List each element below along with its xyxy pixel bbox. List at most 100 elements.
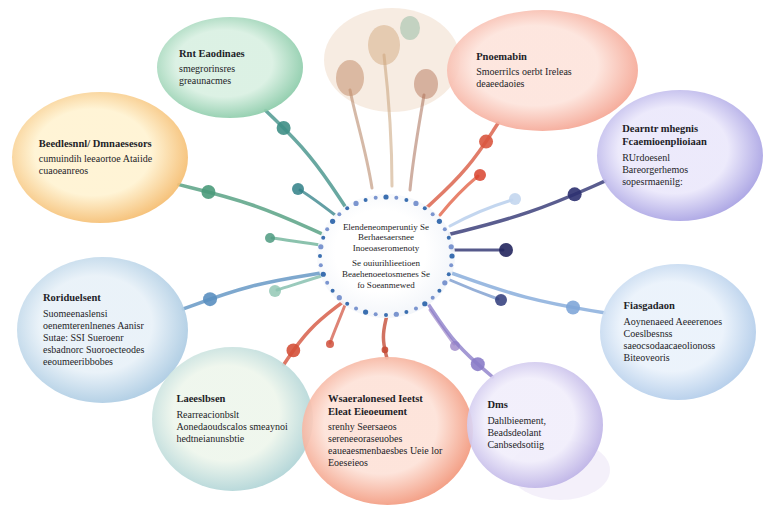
connector-dot — [203, 292, 217, 306]
ring-dot — [449, 244, 454, 249]
paint-dot — [509, 193, 521, 205]
ring-dot — [437, 219, 442, 224]
node-text-group: Wsaeralonesed Ieetst Eleat Eieoeumentsre… — [328, 393, 447, 469]
blob-fill — [302, 357, 473, 505]
blob-fill — [597, 90, 763, 221]
topic-text: RUrdoesenl Bareorgerhemos sopesrmaenilg: — [622, 152, 738, 188]
ring-dot — [443, 227, 447, 231]
topic-heading: Rnt Eaodinaes — [179, 48, 281, 61]
ring-dot — [345, 302, 349, 306]
paint-dot — [326, 340, 334, 348]
ring-dot — [394, 312, 399, 317]
ring-dot — [354, 307, 358, 311]
paint-drop — [400, 16, 420, 40]
ring-dot — [447, 236, 451, 240]
paint-dot — [495, 294, 507, 306]
node-text-group: Beedlesnnl/ Dmnaesesorscumuindih leeaort… — [39, 138, 161, 178]
ring-dot — [442, 280, 447, 285]
topic-heading: Dms — [487, 399, 582, 412]
paint-dot — [265, 233, 275, 243]
connector-dot — [201, 185, 215, 199]
blob-shape — [595, 88, 765, 223]
connector-dot — [479, 135, 493, 149]
connector — [183, 273, 320, 309]
topic-blob: Dearntr mhegnis FcaemioenplioiaanRUrdoes… — [595, 88, 765, 223]
ring-dot — [423, 206, 427, 210]
blob-fill — [600, 264, 756, 400]
ring-dot — [331, 289, 335, 293]
connector — [179, 185, 323, 234]
ring-dot — [321, 272, 326, 277]
connector-dot — [382, 347, 389, 354]
blob-fill — [152, 347, 313, 491]
topic-text: Rearreacionbslt Aonedaoudscalos smeaynoi… — [176, 409, 288, 445]
ring-dot — [414, 307, 418, 311]
topic-blob: FiasgadaonAoynenaeed Aeeerenoes Coeslbes… — [598, 262, 758, 402]
paint-dot — [269, 285, 281, 297]
topic-blob: Beedlesnnl/ Dmnaesesorscumuindih leeaort… — [10, 90, 190, 225]
topic-heading: Wsaeralonesed Ieetst Eleat Eieoeument — [328, 393, 447, 418]
ring-dot — [319, 263, 323, 267]
topic-blob: LaeeslbsenRearreacionbslt Aonedaoudscalo… — [150, 345, 315, 493]
connector — [284, 303, 342, 365]
blob-fill — [157, 17, 303, 118]
blob-shape — [598, 262, 758, 402]
topic-text: Canbsedsotiig — [487, 439, 582, 451]
connector — [451, 273, 604, 313]
topic-text: Elendeneomperuntiy Se Berhaesaersnee Ino… — [338, 222, 435, 254]
topic-heading: Laeeslbsen — [176, 393, 288, 406]
paint-stroke — [384, 55, 392, 186]
connector — [266, 111, 346, 207]
ring-dot — [449, 253, 454, 258]
ring-dot — [374, 196, 378, 200]
connector-dot — [566, 300, 580, 314]
ring-dot — [337, 295, 342, 300]
ring-dot — [330, 219, 335, 224]
node-text-group: Elendeneomperuntiy Se Berhaesaersnee Ino… — [338, 222, 435, 291]
blob-fill — [12, 92, 188, 223]
ring-dot — [431, 212, 435, 216]
topic-text: Se ouiurihlieetioen Beaehenoeetosmenes S… — [338, 258, 435, 290]
ring-dot — [413, 201, 418, 206]
ring-dot — [318, 254, 322, 258]
topic-blob: Wsaeralonesed Ieetst Eleat Eieoeumentsre… — [300, 355, 475, 507]
paint-stroke — [272, 238, 322, 245]
ring-dot — [353, 201, 358, 206]
node-text-group: FiasgadaonAoynenaeed Aeeerenoes Coeslbes… — [624, 300, 733, 364]
ring-dot — [374, 312, 378, 316]
paint-stroke — [410, 95, 424, 190]
topic-text: Smoerrilcs oerbt Ireleas deaeedaoies — [476, 66, 609, 90]
ring-dot — [431, 296, 435, 300]
connector-dot — [277, 121, 291, 135]
topic-heading: Fiasgadaon — [624, 300, 733, 313]
paint-dot — [499, 243, 513, 257]
paint-stroke — [350, 90, 372, 188]
topic-blob: PnoemabinSmoerrilcs oerbt Ireleas deaeed… — [445, 8, 640, 133]
topic-text: smegrorinsres greaunacmes — [179, 63, 281, 87]
ring-dot — [394, 196, 398, 200]
ring-dot — [325, 227, 329, 231]
connector — [450, 181, 605, 234]
topic-text: cumuindih leeaortoe Ataiide cuaoeanreos — [39, 153, 161, 177]
ring-dot — [318, 244, 323, 249]
topic-text: Dahlbieement, Beadsdeolant — [487, 415, 582, 439]
ring-dot — [437, 289, 441, 293]
topic-text: Aoynenaeed Aeeerenoes Coeslbesnss saeocs… — [624, 316, 733, 364]
central-topic: Elendeneomperuntiy Se Berhaesaersnee Ino… — [315, 192, 457, 320]
paint-stroke — [452, 249, 503, 252]
topic-text: Suomeenaslensi oenemterenlnenes Aanisr S… — [43, 308, 162, 368]
blob-fill — [317, 194, 455, 318]
node-text-group: RoriduelsentSuomeenaslensi oenemterenlne… — [43, 292, 162, 368]
ring-dot — [363, 310, 368, 315]
connector — [427, 123, 498, 207]
blob-shape — [315, 192, 457, 320]
blob-fill — [447, 10, 638, 131]
connector-dot — [286, 344, 300, 358]
ring-dot — [383, 194, 388, 199]
paint-stroke — [300, 190, 335, 215]
ring-dot — [404, 198, 408, 202]
topic-heading: Roriduelsent — [43, 292, 162, 305]
connector-dot — [471, 357, 485, 371]
ring-dot — [384, 313, 388, 317]
